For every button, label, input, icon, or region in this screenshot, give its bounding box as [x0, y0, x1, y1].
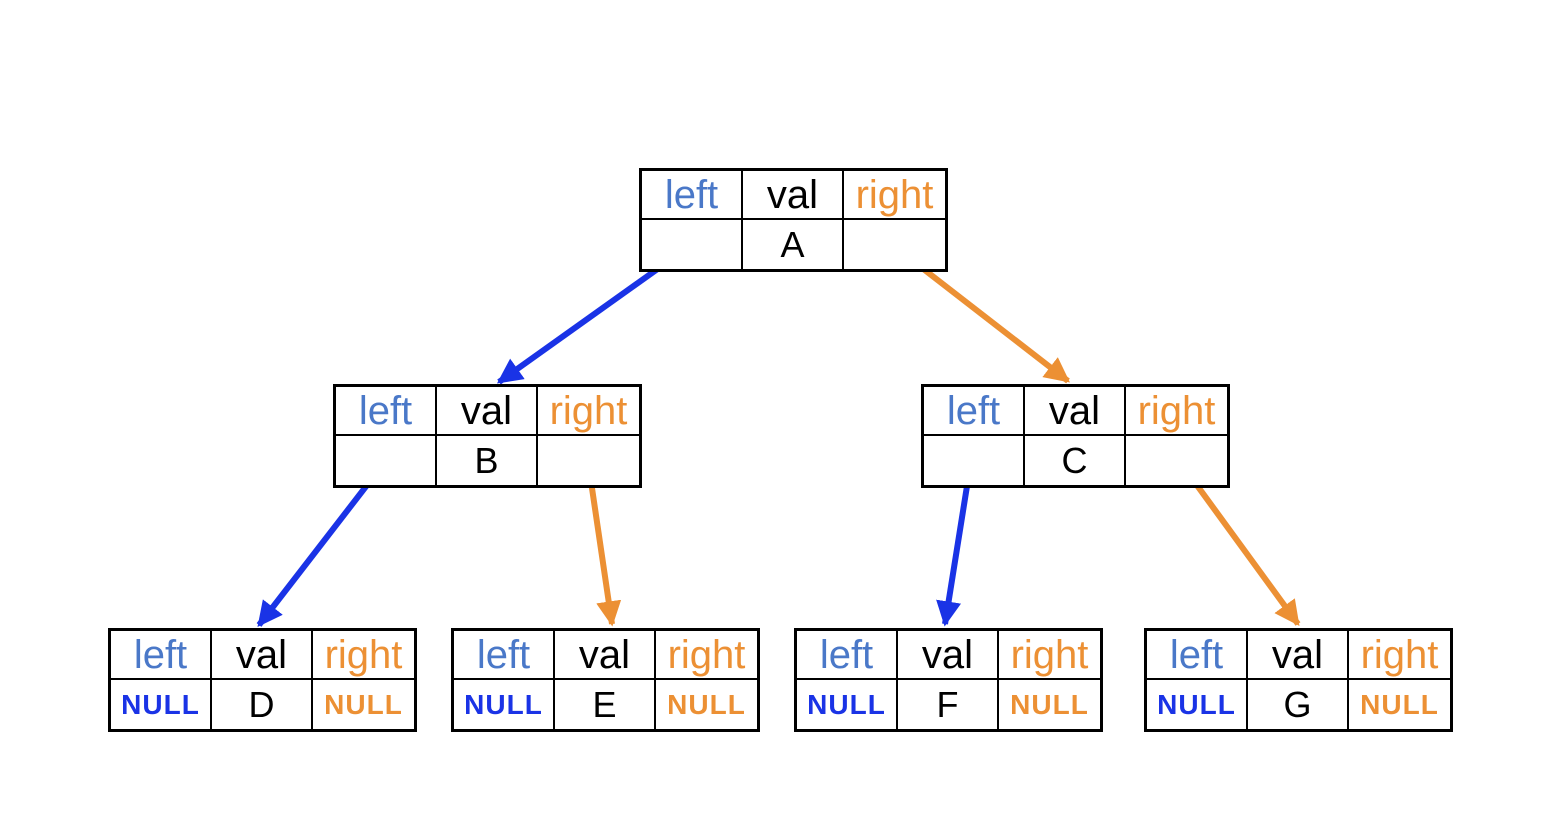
tree-node-E: left val right NULL E NULL [451, 628, 760, 732]
node-E-value: E [555, 680, 656, 729]
node-B-left-pointer [336, 436, 437, 485]
node-A-right-header: right [844, 171, 945, 220]
tree-node-B: left val right B [333, 384, 642, 488]
node-B-left-header: left [336, 387, 437, 436]
tree-node-G: left val right NULL G NULL [1144, 628, 1453, 732]
node-C-left-pointer [924, 436, 1025, 485]
node-E-left-null: NULL [454, 680, 555, 729]
tree-node-D: left val right NULL D NULL [108, 628, 417, 732]
node-A-val-header: val [743, 171, 844, 220]
edge-B-D [256, 465, 384, 627]
node-G-left-header: left [1147, 631, 1248, 680]
node-F-value: F [898, 680, 999, 729]
node-A-left-pointer [642, 220, 743, 269]
node-C-right-pointer [1126, 436, 1227, 485]
node-F-left-null: NULL [797, 680, 898, 729]
node-C-val-header: val [1025, 387, 1126, 436]
node-D-val-header: val [212, 631, 313, 680]
node-B-right-header: right [538, 387, 639, 436]
node-G-val-header: val [1248, 631, 1349, 680]
node-F-left-header: left [797, 631, 898, 680]
node-E-right-null: NULL [667, 688, 746, 720]
node-B-value: B [437, 436, 538, 485]
node-B-right-pointer [538, 436, 639, 485]
node-G-left-null: NULL [1147, 680, 1248, 729]
node-D-left-null: NULL [111, 680, 212, 729]
node-E-right-header: right [656, 631, 757, 680]
node-G-value: G [1248, 680, 1349, 729]
node-B-val-header: val [437, 387, 538, 436]
node-G-right-header: right [1349, 631, 1450, 680]
node-D-value: D [212, 680, 313, 729]
tree-node-A: left val right A [639, 168, 948, 272]
node-C-right-header: right [1126, 387, 1227, 436]
node-A-left-header: left [642, 171, 743, 220]
node-C-value: C [1025, 436, 1126, 485]
node-E-val-header: val [555, 631, 656, 680]
tree-node-F: left val right NULL F NULL [794, 628, 1103, 732]
node-A-value: A [743, 220, 844, 269]
node-G-right-null: NULL [1360, 688, 1439, 720]
node-F-right-header: right [999, 631, 1100, 680]
node-F-right-null: NULL [1010, 688, 1089, 720]
node-D-right-header: right [313, 631, 414, 680]
node-A-right-pointer [844, 220, 945, 269]
tree-node-C: left val right C [921, 384, 1230, 488]
node-F-val-header: val [898, 631, 999, 680]
node-D-left-header: left [111, 631, 212, 680]
node-E-left-header: left [454, 631, 555, 680]
node-C-left-header: left [924, 387, 1025, 436]
node-D-right-null: NULL [324, 688, 403, 720]
